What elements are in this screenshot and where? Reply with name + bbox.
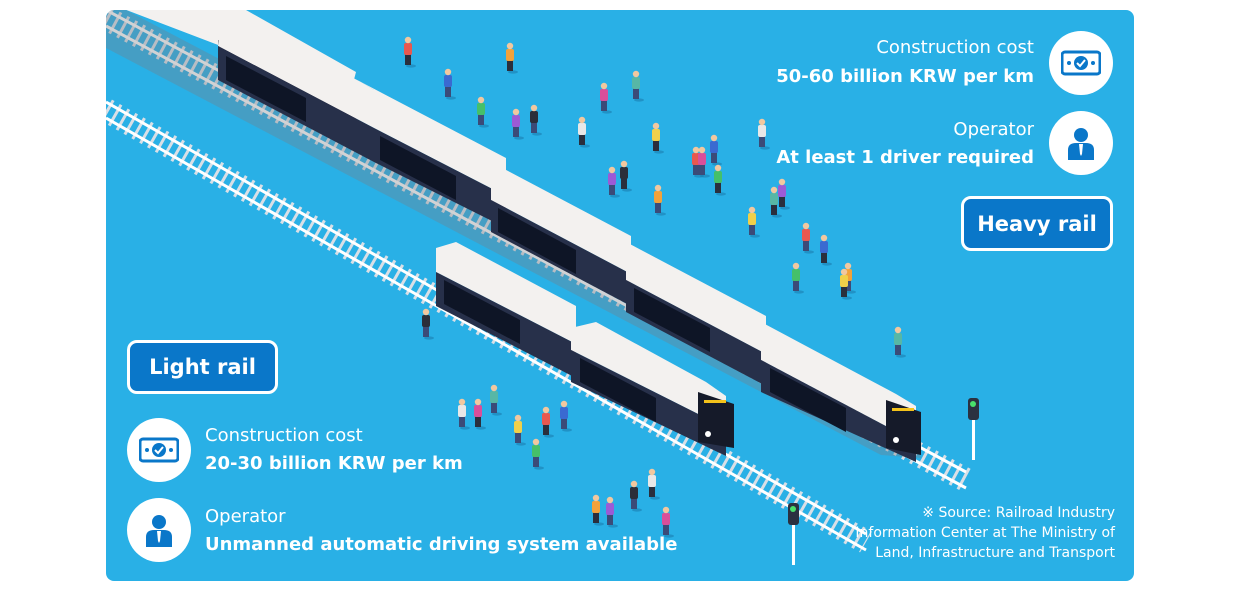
person-figure	[648, 468, 660, 500]
person-figure	[792, 262, 804, 294]
signal-post-right	[968, 398, 979, 460]
person-figure	[894, 326, 906, 358]
heavy-rail-car-4	[491, 162, 631, 306]
person-figure	[662, 506, 674, 538]
heavy-rail-train	[106, 10, 921, 462]
heavy-rail-operator-value: At least 1 driver required	[776, 147, 1034, 168]
person-figure	[490, 384, 502, 416]
person-figure	[620, 160, 632, 192]
money-check-icon	[127, 418, 191, 482]
person-figure	[422, 308, 434, 340]
heavy-rail-car-2	[218, 10, 374, 162]
signal-post-left	[788, 503, 799, 565]
person-figure	[514, 414, 526, 446]
person-figure	[802, 222, 814, 254]
person-figure	[474, 398, 486, 430]
person-figure	[600, 82, 612, 114]
light-rail-badge: Light rail	[127, 340, 278, 394]
person-figure	[748, 206, 760, 238]
person-figure	[530, 104, 542, 136]
heavy-rail-cost-value: 50-60 billion KRW per km	[776, 66, 1034, 87]
person-figure	[542, 406, 554, 438]
light-rail-cost-value: 20-30 billion KRW per km	[205, 453, 463, 474]
light-rail-car-2	[571, 322, 734, 456]
heavy-rail-car-6	[761, 322, 921, 462]
person-figure	[532, 438, 544, 470]
heavy-rail-car-5	[626, 242, 766, 386]
heavy-rail-operator-label: Operator	[953, 119, 1034, 140]
person-figure	[698, 146, 710, 178]
person-figure	[710, 134, 722, 166]
person-figure	[820, 234, 832, 266]
source-note: ※ Source: Railroad Industry Information …	[855, 503, 1115, 563]
light-rail-operator-value: Unmanned automatic driving system availa…	[205, 534, 678, 555]
person-figure	[512, 108, 524, 140]
source-line-1: ※ Source: Railroad Industry	[922, 505, 1115, 521]
light-rail-operator-label: Operator	[205, 506, 286, 527]
person-figure	[778, 178, 790, 210]
person-icon	[1049, 111, 1113, 175]
person-figure	[606, 496, 618, 528]
light-rail-cost-label: Construction cost	[205, 425, 363, 446]
person-figure	[714, 164, 726, 196]
person-figure	[592, 494, 604, 526]
railway-illustration	[106, 10, 979, 565]
money-check-icon	[1049, 31, 1113, 95]
person-figure	[770, 186, 782, 218]
person-figure	[758, 118, 770, 150]
person-figure	[654, 184, 666, 216]
person-figure	[560, 400, 572, 432]
person-figure	[608, 166, 620, 198]
person-figure	[840, 268, 852, 300]
person-figure	[632, 70, 644, 102]
heavy-rail-cost-label: Construction cost	[876, 37, 1034, 58]
person-figure	[477, 96, 489, 128]
person-figure	[506, 42, 518, 74]
heavy-rail-car-3	[361, 82, 506, 228]
person-figure	[578, 116, 590, 148]
light-rail-train	[436, 242, 734, 456]
light-rail-car-1	[436, 242, 576, 378]
person-figure	[444, 68, 456, 100]
person-figure	[404, 36, 416, 68]
person-figure	[652, 122, 664, 154]
infographic-panel: Construction cost 50-60 billion KRW per …	[106, 10, 1134, 581]
source-line-2: Information Center at The Ministry of	[855, 525, 1115, 541]
heavy-rail-badge: Heavy rail	[961, 196, 1113, 251]
crowd-people	[404, 36, 906, 538]
person-icon	[127, 498, 191, 562]
person-figure	[458, 398, 470, 430]
source-line-3: Land, Infrastructure and Transport	[875, 545, 1115, 561]
person-figure	[630, 480, 642, 512]
